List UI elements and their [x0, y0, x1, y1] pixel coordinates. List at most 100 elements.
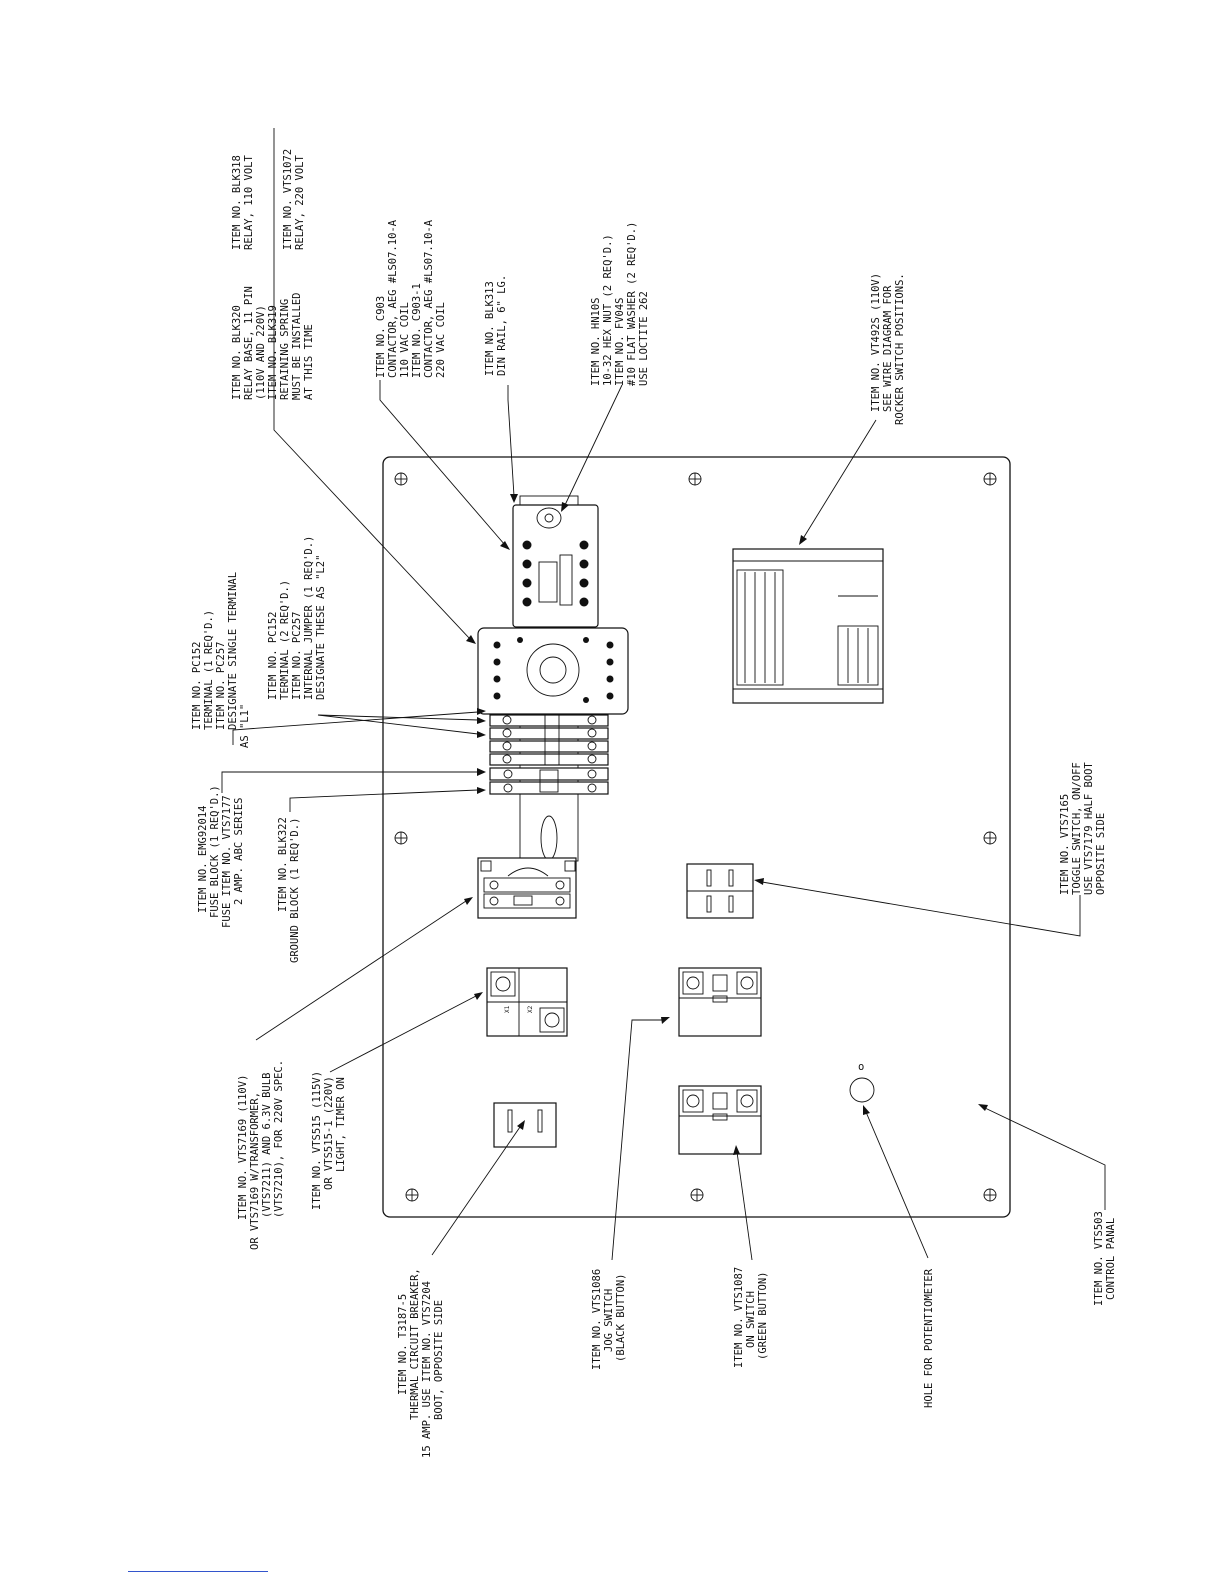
callout-line: 220 VAC COIL: [435, 302, 447, 378]
callout-line: TERMINAL (1 REQ'D.): [203, 610, 215, 730]
callout-vts7169: ITEM NO. VTS7169 (110V) OR VTS7169 W/TRA…: [237, 1060, 285, 1250]
callout-line: RELAY BASE, 11 PIN: [243, 286, 255, 400]
callout-line: ITEM NO. C903: [375, 296, 387, 378]
callout-line: CONTACTOR, AEG #LS07.10-A: [387, 219, 399, 378]
callout-line: RETAINING SPRING: [279, 299, 291, 400]
callout-line: #10 FLAT WASHER (2 REQ'D.): [626, 222, 638, 386]
callout-vts1086: ITEM NO. VTS1086 JOG SWITCH (BLACK BUTTO…: [591, 1269, 627, 1370]
callout-line: DESIGNATE SINGLE TERMINAL: [227, 572, 239, 730]
callout-line: (VTS7210), FOR 220V SPEC.: [273, 1060, 285, 1218]
callout-line: ITEM NO. VTS7165: [1059, 794, 1071, 895]
callout-line: HOLE FOR POTENTIOMETER: [923, 1268, 935, 1408]
callout-line: (GREEN BUTTON): [757, 1271, 769, 1360]
callout-line: ITEM NO. PC257: [215, 641, 227, 730]
callout-line: RELAY, 220 VOLT: [294, 154, 306, 250]
callout-line: THERMAL CIRCUIT BREAKER,: [409, 1268, 421, 1420]
pilot-marker: o: [858, 1061, 864, 1073]
footer-link-underline: [128, 1571, 268, 1572]
mounting-holes: [394, 472, 997, 1202]
callout-line: AS "L1": [239, 704, 251, 748]
callout-line: GROUND BLOCK (1 REQ'D.): [289, 818, 301, 963]
callout-line: ITEM NO. VTS1072: [282, 149, 294, 250]
callout-line: ITEM NO. FV04S: [614, 297, 626, 386]
callout-line: 10-32 HEX NUT (2 REQ'D.): [602, 234, 614, 386]
callout-line: AT THIS TIME: [303, 324, 315, 400]
callout-vts7165: ITEM NO. VTS7165 TOGGLE SWITCH, ON/OFF U…: [1059, 762, 1107, 895]
callout-line: 110 VAC COIL: [399, 302, 411, 378]
callout-line: LIGHT, TIMER ON: [335, 1077, 347, 1172]
on-switch: [678, 1085, 762, 1155]
toggle-switch: [686, 863, 754, 919]
contactor: [512, 504, 599, 628]
circuit-breaker: [493, 1102, 557, 1148]
callout-line: 2 AMP. ABC SERIES: [233, 798, 245, 905]
callout-pc152-double: ITEM NO. PC152 TERMINAL (2 REQ'D.) ITEM …: [267, 536, 327, 700]
jog-switch: [678, 967, 762, 1037]
callout-line: ITEM NO. BLK318: [231, 155, 243, 250]
callout-line: ITEM NO. BLK322: [277, 817, 289, 912]
callout-line: (BLACK BUTTON): [615, 1273, 627, 1362]
callout-pc152-single: ITEM NO. PC152 TERMINAL (1 REQ'D.) ITEM …: [191, 572, 251, 748]
callout-line: DESIGNATE THESE AS "L2": [315, 555, 327, 700]
callout-line: ITEM NO. VT492S (110V): [870, 273, 882, 412]
callout-line: OPPOSITE SIDE: [1095, 813, 1107, 895]
x1-label: X1: [504, 1005, 511, 1013]
callout-line: ITEM NO. BLK320: [231, 305, 243, 400]
callout-line: MUST BE INSTALLED: [291, 293, 303, 400]
callout-vt492s: ITEM NO. VT492S (110V) SEE WIRE DIAGRAM …: [870, 273, 906, 425]
callout-vts1087: ITEM NO. VTS1087 ON SWITCH (GREEN BUTTON…: [733, 1267, 769, 1368]
callout-line: USE VTS7179 HALF BOOT: [1083, 762, 1095, 895]
callout-vts515: ITEM NO. VTS515 (115V) OR VTS515-1 (220V…: [311, 1071, 347, 1210]
callout-line: ITEM NO. PC257: [291, 611, 303, 700]
callout-line: ITEM NO. VTS1086: [591, 1269, 603, 1370]
callout-blk318: ITEM NO. BLK318 RELAY, 110 VOLT ITEM NO.…: [231, 149, 306, 250]
callout-line: (VTS7211) AND 6.3V BULB: [261, 1073, 273, 1218]
timer-light: X1 X2: [486, 967, 568, 1037]
x2-label: X2: [527, 1005, 534, 1013]
callout-line: USE LOCTITE 262: [638, 291, 650, 386]
callout-line: OR VTS7169 W/TRANSFORMER,: [249, 1092, 261, 1250]
leader-lines: [221, 128, 1106, 1261]
callout-line: OR VTS515-1 (220V): [323, 1076, 335, 1190]
callout-line: ITEM NO. C903-1: [411, 283, 423, 378]
callout-line: ITEM NO. HN10S: [590, 297, 602, 386]
callout-blk313: ITEM NO. BLK313 DIN RAIL, 6" LG.: [484, 275, 508, 376]
callout-line: ON SWITCH: [745, 1291, 757, 1348]
callout-line: ITEM NO. VTS7169 (110V): [237, 1075, 249, 1220]
callout-line: ITEM NO. T3187-5: [397, 1294, 409, 1395]
callout-line: FUSE ITEM NO. VTS7177: [221, 795, 233, 928]
callout-line: ITEM NO. PC152: [191, 641, 203, 730]
callout-line: FUSE BLOCK (1 REQ'D.): [209, 785, 221, 918]
callout-blk322: ITEM NO. BLK322 GROUND BLOCK (1 REQ'D.): [277, 817, 301, 963]
fuse-block: [489, 767, 609, 795]
potentiometer-hole: o: [849, 1061, 875, 1103]
callout-line: ITEM NO. VTS515 (115V): [311, 1071, 323, 1210]
callout-line: ITEM NO. VTS1087: [733, 1267, 745, 1368]
callout-line: SEE WIRE DIAGRAM FOR: [882, 285, 894, 412]
callout-emg92014: ITEM NO. EMG92014 FUSE BLOCK (1 REQ'D.) …: [197, 785, 245, 928]
callout-line: (110V AND 220V): [255, 305, 267, 400]
relay-base: [477, 627, 629, 715]
callout-line: BOOT, OPPOSITE SIDE: [433, 1300, 445, 1420]
terminal-blocks: [489, 714, 609, 766]
callout-line: DIN RAIL, 6" LG.: [496, 275, 508, 376]
callout-blk320: ITEM NO. BLK320 RELAY BASE, 11 PIN (110V…: [231, 286, 315, 400]
callout-line: ROCKER SWITCH POSITIONS.: [894, 273, 906, 425]
transformer: [477, 857, 577, 919]
callout-line: ITEM NO. BLK313: [484, 281, 496, 376]
callout-line: TERMINAL (2 REQ'D.): [279, 580, 291, 700]
rocker-switch-bank: [732, 548, 884, 704]
callout-line: CONTROL PANAL: [1105, 1218, 1117, 1300]
callout-potentiometer: HOLE FOR POTENTIOMETER: [923, 1268, 935, 1408]
callout-line: ITEM NO. BLK319: [267, 305, 279, 400]
callout-line: 15 AMP. USE ITEM NO. VTS7204: [421, 1281, 433, 1458]
callout-c903: ITEM NO. C903 CONTACTOR, AEG #LS07.10-A …: [375, 219, 447, 378]
callout-line: ITEM NO. EMG92014: [197, 806, 209, 913]
callout-line: ITEM NO. PC152: [267, 611, 279, 700]
callout-line: ITEM NO. VTS503: [1093, 1211, 1105, 1306]
callout-hn10s: ITEM NO. HN10S 10-32 HEX NUT (2 REQ'D.) …: [590, 222, 650, 386]
callout-line: JOG SWITCH: [603, 1289, 615, 1352]
callout-vts503: ITEM NO. VTS503 CONTROL PANAL: [1093, 1211, 1117, 1306]
callout-t3187: ITEM NO. T3187-5 THERMAL CIRCUIT BREAKER…: [397, 1268, 445, 1458]
